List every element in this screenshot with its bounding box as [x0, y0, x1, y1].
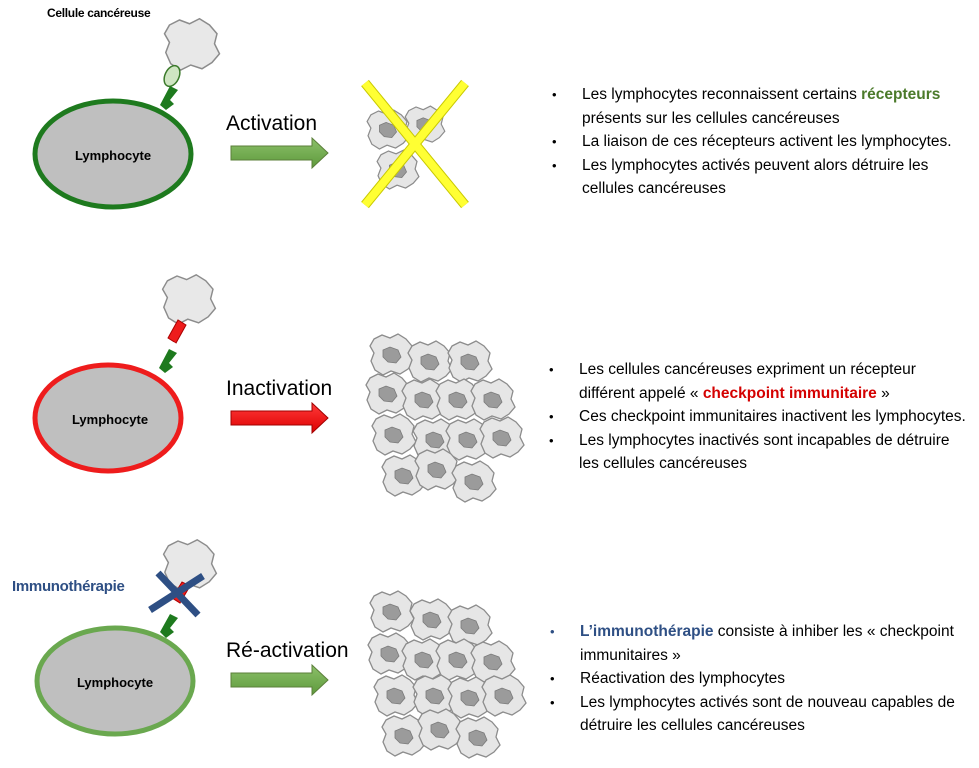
immunotherapy-label: Immunothérapie — [12, 578, 125, 595]
cancer-cell-label: Cellule cancéreuse — [47, 6, 151, 20]
immunotherapy-blocker-x-icon — [148, 570, 205, 618]
bullet-text: consiste à inhiber les « checkpoint immu… — [580, 623, 954, 664]
highlighted-term: récepteurs — [861, 86, 941, 103]
step-reactivation: Ré-activation — [226, 639, 349, 662]
bullet-item: • Les lymphocytes activés sont de nouveau… — [546, 691, 961, 738]
bullet-list-reactivation: • L’immunothérapie consiste à inhiber les… — [546, 620, 961, 738]
bullet-item: • Les lymphocytes inactivés sont incapabl… — [545, 429, 970, 476]
cancer-cell — [163, 17, 221, 71]
lymphocyte-label: Lymphocyte — [77, 675, 153, 690]
lymphocyte-cell — [32, 362, 184, 474]
row-2 — [32, 273, 525, 503]
bullet-dot: • — [550, 694, 555, 710]
destroyed-x-icon — [361, 79, 469, 209]
activation-arrow — [230, 136, 329, 170]
bullet-item: • Les cellules cancéreuses expriment un r… — [545, 358, 970, 405]
bullet-text: La liaison de ces récepteurs activent le… — [582, 133, 952, 150]
bullet-text: Les lymphocytes reconnaissent certains — [582, 86, 862, 103]
bullet-dot: • — [549, 409, 554, 424]
bullet-dot: • — [550, 671, 555, 686]
reactivation-arrow — [230, 663, 329, 697]
lymphocyte-cell — [34, 625, 196, 737]
row-3 — [34, 538, 527, 759]
bullet-dot: • — [552, 87, 557, 102]
lymphocyte-label: Lymphocyte — [75, 148, 151, 163]
bullet-item: • Ces checkpoint immunitaires inactivent … — [545, 405, 970, 429]
bullet-item: • Les lymphocytes activés peuvent alors d… — [548, 154, 968, 201]
cancer-cells-cluster — [367, 590, 527, 759]
bullet-text: Réactivation des lymphocytes — [580, 670, 786, 687]
bullet-dot: • — [550, 624, 555, 639]
bullet-item: • Réactivation des lymphocytes — [546, 667, 961, 691]
lymphocyte-label: Lymphocyte — [72, 412, 148, 427]
bullet-dot: • — [552, 134, 557, 149]
step-activation: Activation — [226, 112, 318, 135]
bullet-list-inactivation: • Les cellules cancéreuses expriment un r… — [545, 358, 970, 476]
step-inactivation: Inactivation — [226, 377, 333, 400]
lymphocyte-cell — [32, 98, 194, 210]
lymphocyte-receptor — [160, 614, 178, 638]
bullet-text: » — [876, 384, 890, 402]
bullet-item: • La liaison de ces récepteurs activent l… — [548, 130, 968, 154]
bullet-item: • L’immunothérapie consiste à inhiber les… — [546, 620, 961, 667]
highlighted-term: L’immunothérapie — [580, 623, 714, 640]
checkpoint-receptor — [167, 319, 187, 344]
bullet-dot: • — [549, 432, 554, 448]
highlighted-term: checkpoint immunitaire — [702, 384, 877, 402]
bullet-text: Les cellules cancéreuses expriment un ré… — [579, 361, 916, 402]
bullet-text: Les lymphocytes activés sont de nouveau … — [580, 693, 955, 735]
lymphocyte-receptor — [159, 349, 177, 373]
row-1 — [32, 17, 469, 210]
bullet-item: •Les lymphocytes reconnaissent certains … — [548, 83, 968, 130]
cancer-cell — [161, 273, 217, 325]
bullet-text: Les lymphocytes activés peuvent alors dé… — [582, 156, 929, 198]
proliferating-cancer-cells — [365, 333, 525, 503]
lymphocyte-receptor — [160, 86, 178, 110]
bullet-text: présents sur les cellules cancéreuses — [582, 109, 840, 127]
bullet-list-activation: •Les lymphocytes reconnaissent certains … — [548, 83, 968, 201]
bullet-dot: • — [549, 362, 554, 377]
bullet-text: Ces checkpoint immunitaires inactivent l… — [579, 408, 966, 425]
receptor — [163, 64, 181, 88]
inactivation-arrow — [230, 401, 329, 435]
bullet-dot: • — [552, 157, 557, 173]
bullet-text: Les lymphocytes inactivés sont incapable… — [579, 431, 950, 473]
